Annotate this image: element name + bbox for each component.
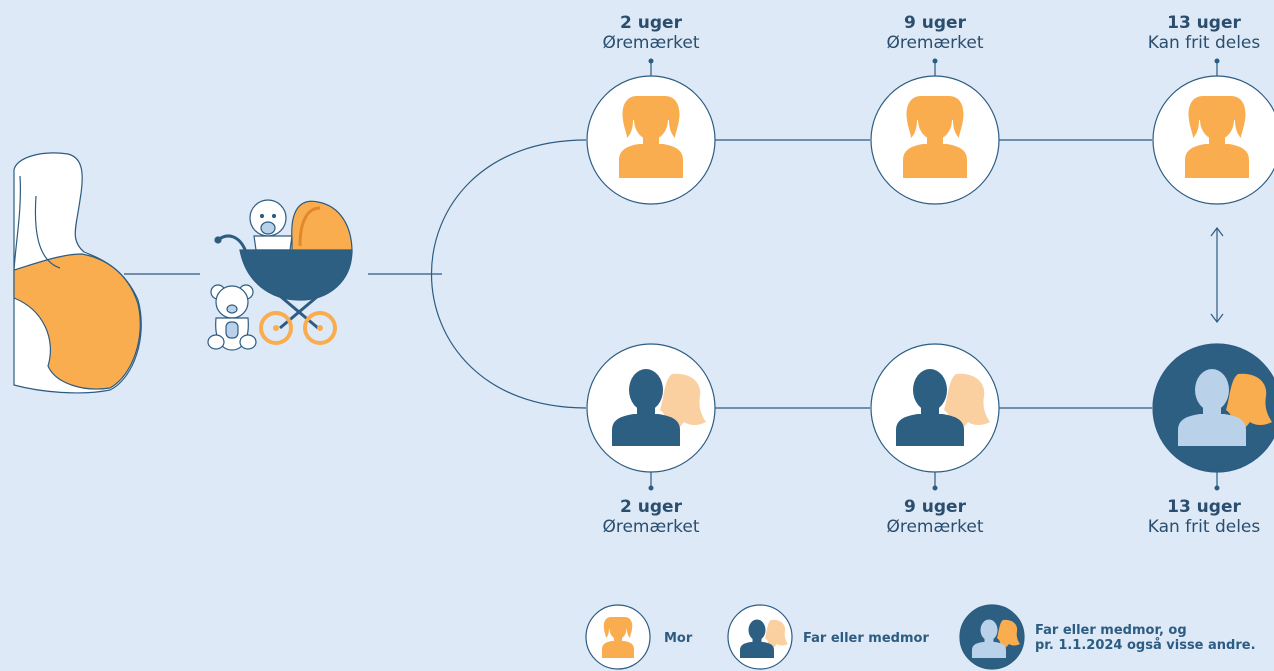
top-node-2: [870, 75, 1000, 205]
bottom-label-2: 9 uger Øremærket: [845, 497, 1025, 537]
status-label: Øremærket: [602, 33, 700, 53]
legend-partner-others-icon: [959, 604, 1025, 670]
bottom-node-2: [870, 343, 1000, 473]
bottom-label-1: 2 uger Øremærket: [561, 497, 741, 537]
legend-partner-label: Far eller medmor: [803, 631, 929, 646]
branch-curve: [431, 139, 587, 409]
status-label: Øremærket: [886, 33, 984, 53]
legend-partner-others-label: Far eller medmor, og pr. 1.1.2024 også v…: [1035, 623, 1256, 653]
weeks-label: 13 uger: [1167, 13, 1241, 33]
status-label: Kan frit deles: [1147, 517, 1261, 537]
status-label: Kan frit deles: [1147, 33, 1261, 53]
top-node-3: [1152, 75, 1274, 205]
weeks-label: 9 uger: [904, 13, 966, 33]
weeks-label: 9 uger: [904, 497, 966, 517]
weeks-label: 2 uger: [620, 13, 682, 33]
pregnant-woman-icon: [13, 152, 142, 394]
bottom-node-3: [1152, 343, 1274, 473]
connector-lines: [124, 61, 1218, 488]
legend-partner-others-line1: Far eller medmor, og: [1035, 623, 1187, 638]
stroller-baby-teddy-icon: [207, 199, 353, 351]
legend-mother-icon: [585, 604, 651, 670]
shareable-double-arrow-icon: [1210, 227, 1224, 323]
weeks-label: 2 uger: [620, 497, 682, 517]
top-label-2: 9 uger Øremærket: [845, 13, 1025, 53]
bottom-label-3: 13 uger Kan frit deles: [1134, 497, 1274, 537]
legend-mother-label: Mor: [664, 631, 693, 646]
legend-partner-others-line2: pr. 1.1.2024 også visse andre.: [1035, 638, 1256, 653]
weeks-label: 13 uger: [1167, 497, 1241, 517]
top-label-1: 2 uger Øremærket: [561, 13, 741, 53]
top-label-3: 13 uger Kan frit deles: [1134, 13, 1274, 53]
legend-partner-icon: [727, 604, 793, 670]
top-node-1: [586, 75, 716, 205]
status-label: Øremærket: [886, 517, 984, 537]
status-label: Øremærket: [602, 517, 700, 537]
bottom-node-1: [586, 343, 716, 473]
